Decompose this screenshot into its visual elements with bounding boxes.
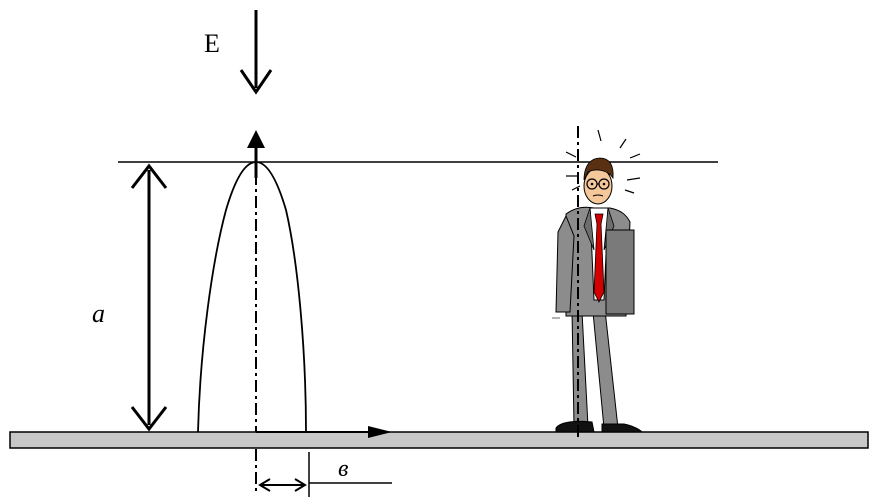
- person-figure: [555, 129, 644, 433]
- parabolic-profile: [197, 161, 307, 433]
- ground-arrow: [256, 426, 392, 438]
- height-dimension-arrow: [130, 163, 168, 432]
- width-label: в: [338, 456, 348, 482]
- shock-lines: [565, 129, 641, 194]
- field-arrow: [239, 10, 273, 95]
- ground-surface: [9, 431, 869, 449]
- briefcase: [605, 229, 635, 315]
- width-dimension-arrow: [258, 478, 307, 492]
- field-label: E: [204, 29, 220, 58]
- height-label: a: [92, 299, 105, 328]
